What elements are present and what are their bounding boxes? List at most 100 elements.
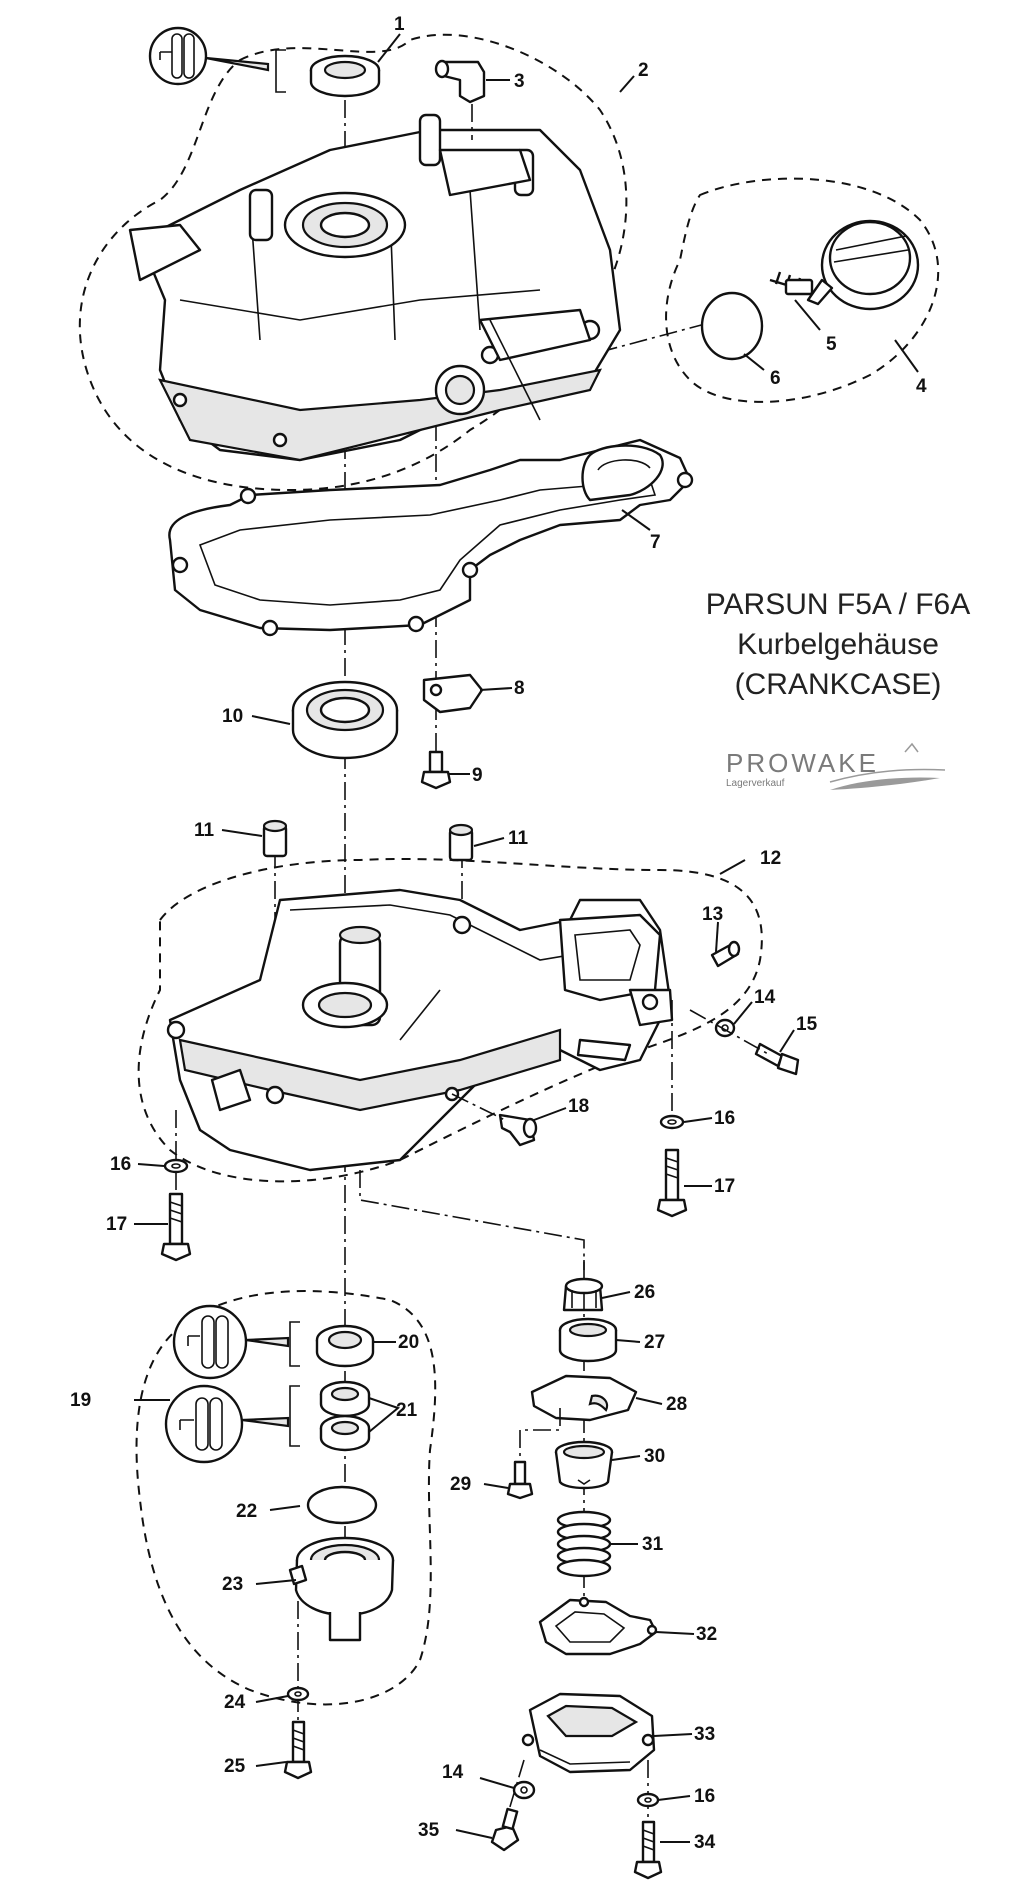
o-ring-6 bbox=[700, 291, 764, 361]
label-part-25: 25 bbox=[224, 1756, 246, 1777]
bolt-15 bbox=[754, 1042, 800, 1076]
label-part-19: 19 bbox=[70, 1390, 91, 1411]
bolt-17-left bbox=[160, 1192, 192, 1262]
label-part-27: 27 bbox=[644, 1332, 665, 1353]
label-part-5: 5 bbox=[826, 334, 837, 355]
hose-fitting-3 bbox=[434, 59, 486, 140]
dipstick-spring-5 bbox=[769, 271, 814, 296]
upper-crankcase-half bbox=[128, 113, 622, 462]
o-ring-22 bbox=[306, 1485, 378, 1525]
screw-29 bbox=[506, 1460, 534, 1500]
brand-peak-icon bbox=[904, 742, 919, 753]
washer-16-lower bbox=[636, 1792, 660, 1808]
label-part-30: 30 bbox=[644, 1446, 665, 1467]
oil-seal-1 bbox=[309, 54, 381, 98]
hose-fitting-18 bbox=[498, 1113, 538, 1147]
pump-housing-33 bbox=[521, 1692, 656, 1774]
label-part-18: 18 bbox=[568, 1096, 589, 1117]
label-part-32: 32 bbox=[696, 1624, 717, 1645]
brand-wave-icon bbox=[830, 777, 940, 790]
leader-lines bbox=[134, 33, 919, 1843]
pump-cup-30 bbox=[554, 1440, 614, 1490]
bolt-17-right bbox=[656, 1148, 688, 1218]
seal-detail-callout-20 bbox=[172, 1304, 300, 1380]
washer-16-right bbox=[659, 1114, 685, 1130]
label-part-23: 23 bbox=[222, 1574, 243, 1595]
title-line-english: (CRANKCASE) bbox=[735, 668, 942, 701]
label-part-16-lower: 16 bbox=[694, 1786, 715, 1807]
bolt-34 bbox=[633, 1820, 663, 1880]
seal-detail-callout-1 bbox=[148, 26, 286, 93]
seal-housing-23 bbox=[288, 1536, 395, 1642]
label-part-16-right: 16 bbox=[714, 1108, 735, 1129]
label-part-35: 35 bbox=[418, 1820, 440, 1841]
oil-seal-21-upper bbox=[319, 1380, 371, 1418]
label-part-7: 7 bbox=[650, 532, 661, 553]
dowel-pin-11-left bbox=[262, 819, 288, 858]
label-part-24: 24 bbox=[224, 1692, 246, 1713]
label-part-21: 21 bbox=[396, 1400, 418, 1421]
label-part-11-right: 11 bbox=[508, 828, 529, 849]
bolt-9 bbox=[420, 750, 452, 790]
label-part-12: 12 bbox=[760, 848, 781, 869]
dowel-pin-11-right bbox=[448, 823, 474, 862]
label-part-1: 1 bbox=[394, 14, 405, 35]
axis-29 bbox=[519, 1408, 561, 1470]
axis-drive-26 bbox=[359, 1170, 585, 1270]
label-part-14-upper: 14 bbox=[754, 987, 776, 1008]
label-part-9: 9 bbox=[472, 765, 483, 786]
axis-18 bbox=[451, 1093, 506, 1121]
oil-seal-20 bbox=[315, 1324, 375, 1368]
seal-detail-callout-21 bbox=[164, 1384, 300, 1464]
label-part-10: 10 bbox=[222, 706, 243, 727]
lower-crankcase-half-12 bbox=[166, 888, 674, 1172]
diagram-title: PARSUN F5A / F6A Kurbelgehäuse (CRANKCAS… bbox=[706, 588, 971, 701]
oil-filler-cap-4 bbox=[806, 219, 920, 311]
cover-plate-8 bbox=[422, 673, 484, 714]
label-part-28: 28 bbox=[666, 1394, 687, 1415]
label-part-8: 8 bbox=[514, 678, 525, 699]
label-part-31: 31 bbox=[642, 1534, 664, 1555]
label-part-15: 15 bbox=[796, 1014, 818, 1035]
label-part-14-lower: 14 bbox=[442, 1762, 464, 1783]
label-part-20: 20 bbox=[398, 1332, 419, 1353]
washer-16-left bbox=[163, 1158, 189, 1174]
washer-14-lower bbox=[512, 1780, 536, 1800]
label-part-17-right: 17 bbox=[714, 1176, 735, 1197]
bolt-25 bbox=[283, 1720, 313, 1780]
brand-name: PROWAKE bbox=[726, 748, 879, 778]
axis-14-15 bbox=[689, 1009, 771, 1056]
group-outline-2 bbox=[78, 33, 628, 492]
brand-tagline: Lagerverkauf bbox=[726, 778, 785, 789]
label-part-34: 34 bbox=[694, 1832, 716, 1853]
group-outline-12 bbox=[137, 858, 763, 1183]
bolt-35 bbox=[490, 1807, 520, 1852]
label-part-33: 33 bbox=[694, 1724, 715, 1745]
crankcase-gasket-7 bbox=[168, 438, 694, 637]
label-part-17-left: 17 bbox=[106, 1214, 127, 1235]
label-part-13: 13 bbox=[702, 904, 723, 925]
plug-13 bbox=[710, 940, 741, 968]
gear-26 bbox=[562, 1277, 604, 1312]
label-part-16-left: 16 bbox=[110, 1154, 131, 1175]
label-part-3: 3 bbox=[514, 71, 525, 92]
washer-24 bbox=[286, 1686, 310, 1702]
label-part-6: 6 bbox=[770, 368, 781, 389]
title-line-german: Kurbelgehäuse bbox=[737, 628, 939, 661]
oil-seal-21-lower bbox=[319, 1414, 371, 1452]
label-part-4: 4 bbox=[916, 376, 927, 397]
spring-31 bbox=[556, 1510, 612, 1578]
label-part-29: 29 bbox=[450, 1474, 471, 1495]
pump-cover-plate-28 bbox=[530, 1374, 638, 1422]
group-outline-4 bbox=[665, 177, 940, 403]
label-part-2: 2 bbox=[638, 60, 649, 81]
title-line-model: PARSUN F5A / F6A bbox=[706, 588, 971, 621]
prowake-logo: PROWAKE Lagerverkauf bbox=[726, 742, 946, 790]
brand-wave-icon-2 bbox=[829, 768, 946, 783]
label-part-26: 26 bbox=[634, 1282, 655, 1303]
label-part-22: 22 bbox=[236, 1501, 257, 1522]
pump-rotor-27 bbox=[558, 1317, 618, 1363]
ball-bearing-10 bbox=[291, 680, 399, 760]
